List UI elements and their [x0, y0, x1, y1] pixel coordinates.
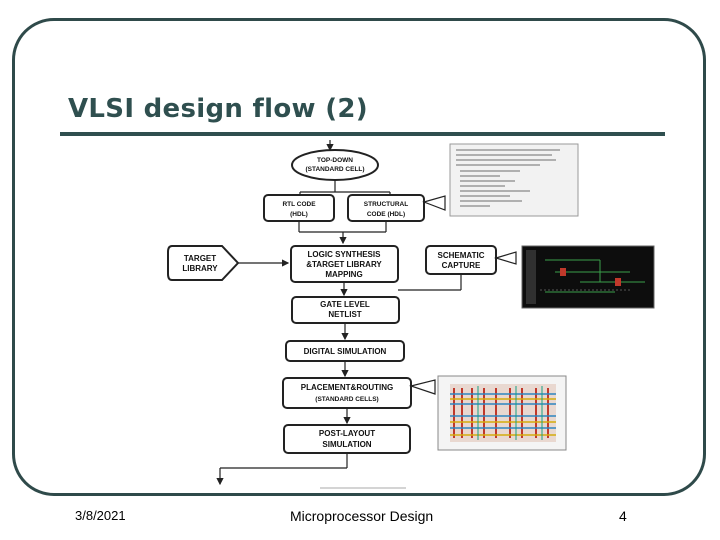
structural-code-sublabel: CODE (HDL) [367, 211, 405, 218]
rtl-code-node: RTL CODE (HDL) [263, 194, 335, 222]
target-library-sublabel: LIBRARY [182, 264, 218, 273]
gate-level-netlist-node: GATE LEVEL NETLIST [291, 296, 400, 324]
slide-title: VLSI design flow (2) [68, 94, 368, 124]
rtl-code-label: RTL CODE [282, 201, 316, 208]
post-layout-label: POST-LAYOUT [319, 429, 375, 438]
logic-synthesis-label-2: &TARGET LIBRARY [306, 260, 382, 269]
gate-level-sublabel: NETLIST [328, 310, 361, 319]
footer-title: Microprocessor Design [290, 508, 434, 524]
target-library-node: TARGET LIBRARY [167, 245, 240, 281]
slide-frame [12, 18, 706, 496]
footer-date: 3/8/2021 [75, 508, 126, 523]
logic-synthesis-label: LOGIC SYNTHESIS [308, 250, 382, 259]
structural-code-label: STRUCTURAL [364, 201, 408, 208]
top-down-sublabel: (STANDARD CELL) [305, 166, 364, 173]
logic-synthesis-node: LOGIC SYNTHESIS &TARGET LIBRARY MAPPING [290, 245, 399, 283]
design-flow-diagram: TOP-DOWN (STANDARD CELL) RTL CODE (HDL) … [160, 140, 660, 492]
callout-pointer [422, 195, 446, 211]
hdl-code-screenshot [449, 143, 579, 217]
callout-pointer [408, 379, 436, 395]
layout-screenshot [437, 375, 567, 451]
schematic-capture-node: SCHEMATIC CAPTURE [425, 245, 497, 275]
structural-code-node: STRUCTURAL CODE (HDL) [347, 194, 425, 222]
callout-pointer [493, 251, 517, 265]
rtl-code-sublabel: (HDL) [290, 211, 308, 218]
target-library-label: TARGET [184, 254, 216, 263]
page-number: 4 [619, 508, 627, 524]
placement-routing-node: PLACEMENT&ROUTING (STANDARD CELLS) [282, 377, 412, 409]
placement-routing-sublabel: (STANDARD CELLS) [315, 396, 378, 403]
placement-routing-label: PLACEMENT&ROUTING [301, 383, 393, 392]
schematic-screenshot [521, 245, 655, 309]
gate-level-label: GATE LEVEL [320, 300, 370, 309]
digital-simulation-node: DIGITAL SIMULATION [285, 340, 405, 362]
top-down-node: TOP-DOWN (STANDARD CELL) [291, 149, 379, 181]
top-down-label: TOP-DOWN [317, 157, 353, 164]
schematic-capture-sublabel: CAPTURE [442, 261, 481, 270]
post-layout-sublabel: SIMULATION [322, 440, 371, 449]
digital-simulation-label: DIGITAL SIMULATION [304, 347, 387, 356]
title-rule [60, 132, 665, 136]
post-layout-simulation-node: POST-LAYOUT SIMULATION [283, 424, 411, 454]
schematic-capture-label: SCHEMATIC [438, 251, 485, 260]
logic-synthesis-label-3: MAPPING [325, 270, 362, 279]
